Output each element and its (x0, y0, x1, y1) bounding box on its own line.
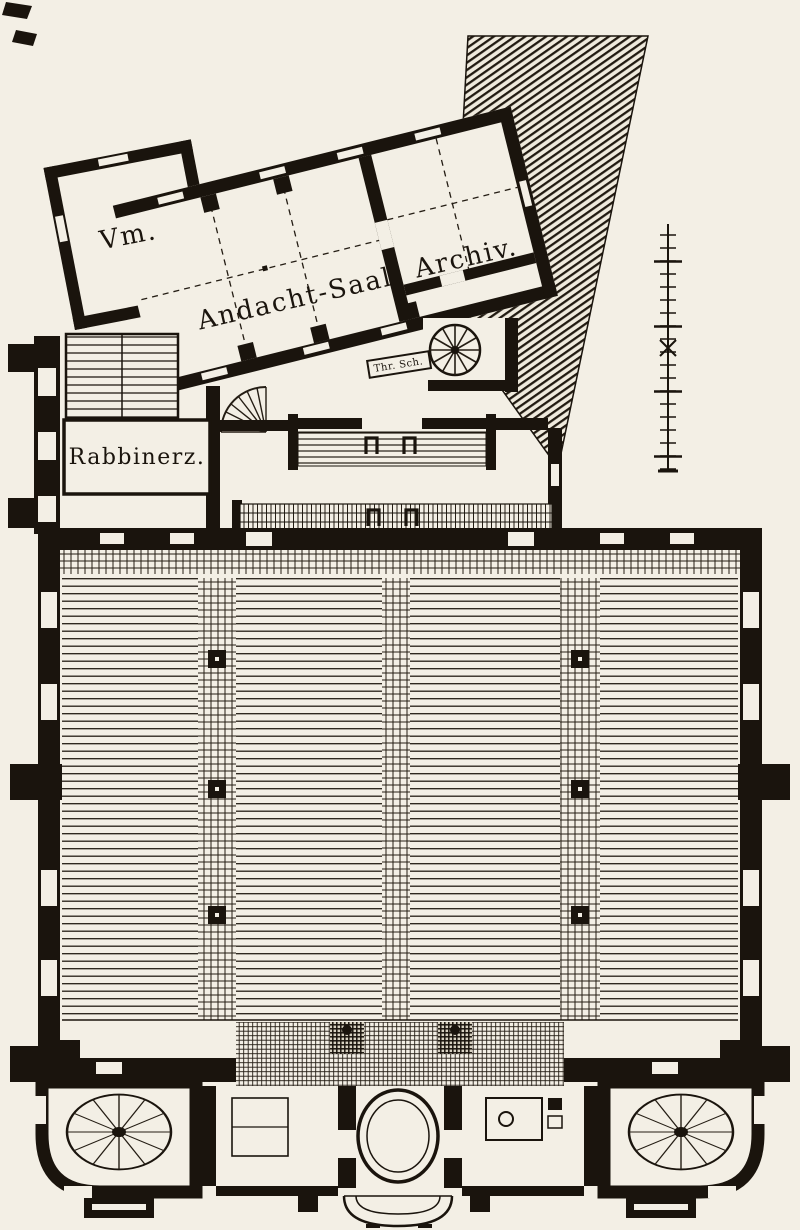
right-stair-tower (597, 1075, 766, 1199)
wing-spiral-stair (428, 323, 482, 377)
hall-top-wall (38, 528, 762, 550)
hall-right-wall (726, 550, 790, 1082)
saal-vault-dashed-lines (141, 177, 380, 360)
pew-blocks (62, 578, 738, 1021)
steps-bracket-left (366, 508, 381, 526)
left-spiral-stair (65, 1093, 173, 1171)
bottom-walls (84, 1186, 696, 1218)
vestibule-checker-band (236, 1022, 564, 1086)
left-stair-tower (34, 1075, 203, 1199)
left-annex (8, 332, 212, 534)
hall-left-wall (10, 550, 74, 1082)
hall-columns (208, 650, 589, 924)
oval-vestibule (338, 1086, 462, 1188)
steps-bracket-right (404, 508, 419, 526)
ark-bracket-right (402, 436, 417, 454)
ark-structure (288, 414, 496, 470)
straight-stair-room (64, 332, 180, 420)
wall-archiv-stairhall (403, 252, 537, 296)
rabbinerz-room (62, 418, 212, 496)
bottom-right-room (485, 1097, 563, 1141)
wall-saal-archiv (358, 154, 413, 322)
bottom-left-room (231, 1097, 289, 1157)
gallery-grid-band (60, 550, 740, 574)
entrance-curved-steps (342, 1195, 454, 1228)
wing-pilasters (200, 175, 420, 362)
label-rabbinerz: Rabbinerz. (69, 445, 206, 470)
ark-bracket-left (364, 436, 379, 454)
scale-bar (654, 224, 682, 473)
saal-center-mark (261, 265, 269, 272)
middle-block (206, 318, 562, 538)
right-spiral-stair (627, 1093, 735, 1171)
archiv-vault-dashed-lines (387, 138, 518, 269)
main-hall (10, 528, 790, 1086)
print-artifacts (2, 2, 37, 46)
bottom-block (34, 1075, 766, 1228)
thr-sch-box (365, 350, 433, 379)
left-exterior-wall (8, 336, 60, 534)
